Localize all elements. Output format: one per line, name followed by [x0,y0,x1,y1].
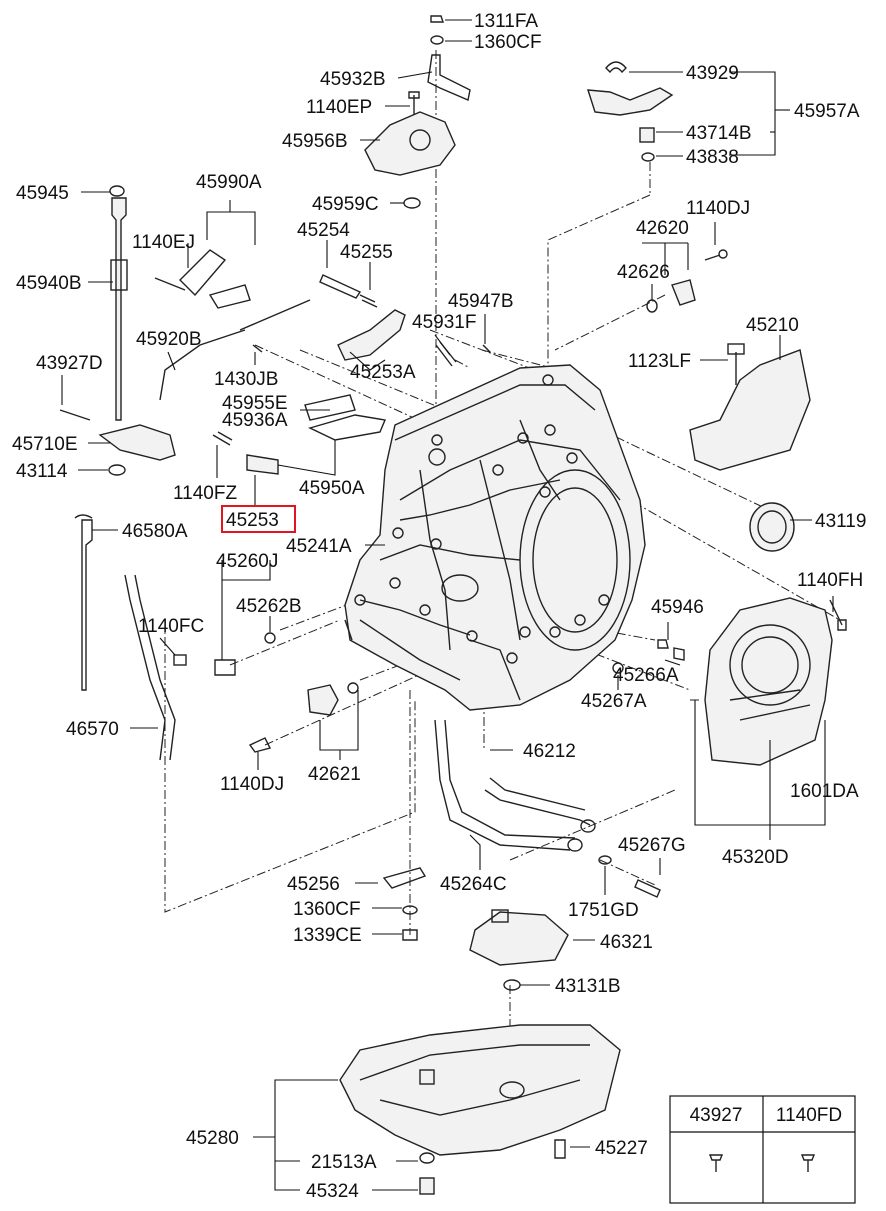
flange-bolt-icon [800,1154,816,1172]
label-45241A: 45241A [286,536,352,557]
label-45932B: 45932B [320,69,386,90]
label-43131B: 43131B [555,976,621,997]
label-1140FZ: 1140FZ [173,483,237,504]
label-45280: 45280 [186,1128,239,1149]
label-45931F: 45931F [412,312,476,333]
table-header-1140FD: 1140FD [776,1105,842,1126]
label-1751GD: 1751GD [568,900,639,921]
transmission-case [344,364,646,711]
label-1430JB: 1430JB [214,369,278,390]
leader-lines [61,19,834,1191]
label-1140FH: 1140FH [797,570,863,591]
label-45266A: 45266A [613,665,679,686]
label-1360CF-top: 1360CF [474,32,542,53]
label-45227: 45227 [595,1138,648,1159]
label-45940B: 45940B [16,273,82,294]
left-side-parts [59,185,386,761]
label-45947B: 45947B [448,291,514,312]
label-46321: 46321 [600,932,653,953]
label-45710E: 45710E [12,434,78,455]
label-45945: 45945 [16,183,69,204]
label-43927D: 43927D [36,353,103,374]
right-side-cover [598,597,847,898]
label-45253A: 45253A [350,362,416,383]
bottom-parts [339,719,621,1195]
label-45320D: 45320D [722,847,789,868]
label-42626: 42626 [617,262,670,283]
label-45254: 45254 [297,220,350,241]
label-45920B: 45920B [136,329,202,350]
label-46212: 46212 [523,741,576,762]
assembly-lines [164,50,841,1080]
bolt-icon [708,1154,724,1172]
label-45255: 45255 [340,242,393,263]
label-1339CE: 1339CE [293,925,362,946]
label-21513A: 21513A [311,1152,377,1173]
label-45262B: 45262B [236,596,302,617]
label-46570: 46570 [66,719,119,740]
label-45936A: 45936A [222,410,288,431]
label-45256: 45256 [287,874,340,895]
label-45210: 45210 [746,315,799,336]
label-45990A: 45990A [196,172,262,193]
label-45957A: 45957A [794,101,860,122]
label-1360CF-bot: 1360CF [293,899,361,920]
table-header-43927: 43927 [690,1105,743,1126]
label-45946: 45946 [651,597,704,618]
highlight-box-45253 [221,505,296,533]
top-right-parts [587,61,811,552]
label-45950A: 45950A [299,478,365,499]
label-42621: 42621 [308,764,361,785]
label-1601DA: 1601DA [790,781,859,802]
label-1311FA: 1311FA [474,11,538,32]
label-1140FC: 1140FC [138,616,204,637]
label-1140DJ-bot: 1140DJ [220,774,284,795]
label-45959C: 45959C [312,194,379,215]
label-1123LF: 1123LF [628,351,691,372]
label-45264C: 45264C [440,874,507,895]
label-45253: 45253 [226,510,279,531]
label-45267A: 45267A [581,691,647,712]
label-1140EP: 1140EP [306,97,372,118]
label-45955E: 45955E [222,393,288,414]
label-1140EJ: 1140EJ [132,232,195,253]
label-45956B: 45956B [282,131,348,152]
label-43114: 43114 [16,461,68,482]
label-43838: 43838 [686,147,739,168]
fastener-table: 43927 1140FD [669,1095,856,1204]
label-45267G: 45267G [618,835,686,856]
label-46580A: 46580A [122,521,188,542]
part-labels: 1311FA 1360CF 45932B 1140EP 45956B 45959… [12,11,866,1202]
label-45260J: 45260J [216,551,278,572]
label-43714B: 43714B [686,123,752,144]
label-1140DJ-top: 1140DJ [686,198,750,219]
label-43119: 43119 [815,511,866,532]
label-42620: 42620 [636,218,689,239]
label-45324: 45324 [306,1181,359,1202]
label-43929: 43929 [686,63,739,84]
top-center-parts [319,15,491,367]
